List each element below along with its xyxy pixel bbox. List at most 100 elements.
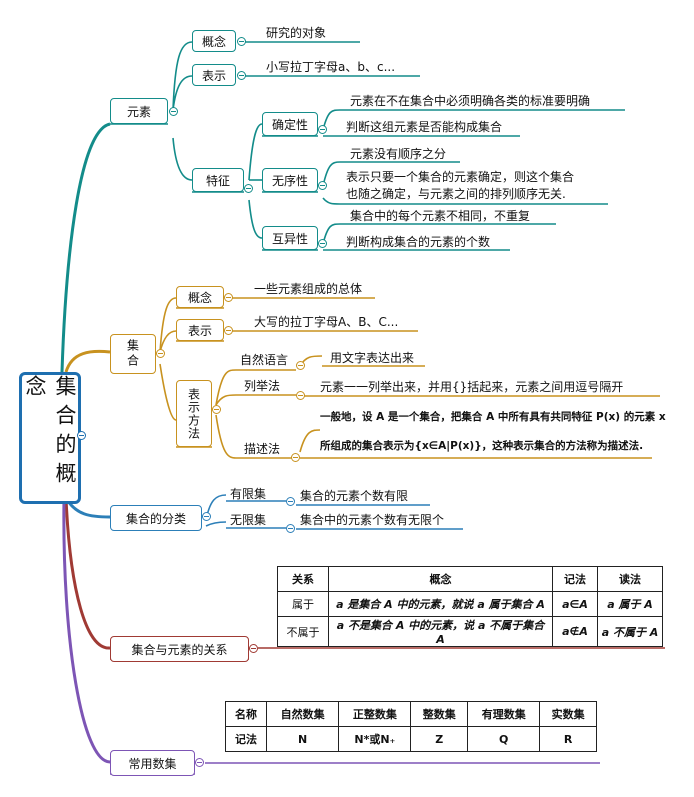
table-cell: 属于 (277, 591, 329, 617)
collapse-icon[interactable] (296, 391, 305, 400)
element-features-node[interactable]: 特征 (192, 168, 244, 192)
table-header-cell: 自然数集 (266, 701, 340, 727)
finite-text: 集合的元素个数有限 (300, 489, 409, 503)
collapse-icon[interactable] (224, 326, 233, 335)
definite-label: 确定性 (271, 117, 308, 132)
element-concept-node[interactable]: 概念 (192, 30, 236, 52)
set-node[interactable]: 集合 (110, 334, 156, 374)
table-header-cell: 正整数集 (338, 701, 412, 727)
numbers-node[interactable]: 常用数集 (110, 750, 195, 776)
relation-node[interactable]: 集合与元素的关系 (110, 636, 249, 662)
distinct-node[interactable]: 互异性 (262, 226, 318, 250)
classification-node[interactable]: 集合的分类 (110, 505, 202, 531)
natural-language-label: 自然语言 (240, 353, 289, 367)
set-concept-node[interactable]: 概念 (176, 286, 224, 308)
collapse-icon[interactable] (296, 361, 305, 370)
collapse-icon[interactable] (249, 644, 258, 653)
element-concept-label: 概念 (201, 34, 226, 49)
table-header-row: 名称 自然数集 正整数集 整数集 有理数集 实数集 (224, 701, 597, 727)
distinct-text-1: 集合中的每个元素不相同，不重复 (350, 209, 531, 223)
set-notation-node[interactable]: 表示 (176, 319, 224, 341)
collapse-icon[interactable] (291, 453, 300, 462)
unordered-text-2: 表示只要一个集合的元素确定，则这个集合 (346, 170, 575, 184)
collapse-icon[interactable] (195, 758, 204, 767)
table-cell: 不属于 (277, 616, 329, 647)
builder-label: 描述法 (244, 442, 281, 456)
definite-text-2: 判断这组元素是否能构成集合 (346, 120, 503, 134)
table-cell: a 属于 A (597, 591, 663, 617)
root-topic[interactable]: 集合的概念 (19, 372, 81, 504)
collapse-icon[interactable] (318, 125, 327, 134)
table-row: 不属于 a 不是集合 A 中的元素，说 a 不属于集合 A a∉A a 不属于 … (277, 616, 663, 647)
set-methods-node[interactable]: 表示方法 (176, 380, 212, 447)
table-header-cell: 记法 (552, 566, 598, 592)
collapse-icon[interactable] (169, 107, 178, 116)
collapse-icon[interactable] (244, 184, 253, 193)
table-cell: Q (467, 726, 541, 752)
distinct-label: 互异性 (271, 231, 308, 246)
root-title: 集合的概念 (23, 375, 77, 491)
builder-text-1: 一般地，设 A 是一个集合，把集合 A 中所有具有共同特征 P(x) 的元素 x (320, 411, 666, 423)
classification-label: 集合的分类 (125, 511, 186, 526)
distinct-text-2: 判断构成集合的元素的个数 (346, 235, 491, 249)
infinite-label: 无限集 (230, 513, 267, 527)
table-cell: a∉A (552, 616, 598, 647)
table-row: 属于 a 是集合 A 中的元素，就说 a 属于集合 A a∈A a 属于 A (277, 591, 663, 617)
table-header-cell: 有理数集 (467, 701, 541, 727)
set-label: 集合 (125, 339, 140, 369)
relation-label: 集合与元素的关系 (131, 642, 228, 657)
element-features-label: 特征 (205, 173, 230, 188)
element-notation-node[interactable]: 表示 (192, 64, 236, 86)
table-cell: a 不是集合 A 中的元素，说 a 不属于集合 A (328, 616, 553, 647)
collapse-icon[interactable] (156, 349, 165, 358)
table-cell: a∈A (552, 591, 598, 617)
collapse-icon[interactable] (202, 512, 211, 521)
table-header-cell: 名称 (224, 701, 268, 727)
table-cell: Z (410, 726, 469, 752)
collapse-icon[interactable] (318, 181, 327, 190)
table-cell: N (266, 726, 340, 752)
collapse-icon[interactable] (77, 431, 86, 440)
unordered-text-3: 也随之确定，与元素之间的排列顺序无关. (346, 187, 566, 201)
roster-text: 元素一一列举出来，并用{}括起来，元素之间用逗号隔开 (320, 380, 624, 394)
element-notation-text: 小写拉丁字母a、b、c... (266, 60, 396, 74)
element-node[interactable]: 元素 (110, 98, 168, 124)
finite-label: 有限集 (230, 487, 267, 501)
table-cell: a 不属于 A (597, 616, 663, 647)
set-notation-label: 表示 (187, 323, 212, 338)
collapse-icon[interactable] (237, 37, 246, 46)
collapse-icon[interactable] (286, 524, 295, 533)
element-notation-label: 表示 (201, 68, 226, 83)
definite-text-1: 元素在不在集合中必须明确各类的标准要明确 (350, 94, 591, 108)
table-cell: a 是集合 A 中的元素，就说 a 属于集合 A (328, 591, 553, 617)
table-cell: R (539, 726, 597, 752)
collapse-icon[interactable] (237, 71, 246, 80)
table-row: 记法 N N*或N₊ Z Q R (224, 726, 597, 752)
unordered-label: 无序性 (271, 173, 308, 188)
collapse-icon[interactable] (224, 293, 233, 302)
roster-label: 列举法 (244, 379, 281, 393)
builder-text-2: 所组成的集合表示为{x∈A|P(x)}，这种表示集合的方法称为描述法. (320, 440, 644, 452)
element-label: 元素 (126, 104, 151, 119)
unordered-text-1: 元素没有顺序之分 (350, 147, 447, 161)
collapse-icon[interactable] (318, 239, 327, 248)
table-cell: N*或N₊ (338, 726, 412, 752)
table-header-cell: 概念 (328, 566, 553, 592)
number-sets-table: 名称 自然数集 正整数集 整数集 有理数集 实数集 记法 N N*或N₊ Z Q… (224, 701, 597, 752)
collapse-icon[interactable] (286, 497, 295, 506)
set-methods-label: 表示方法 (186, 387, 201, 440)
unordered-node[interactable]: 无序性 (262, 168, 318, 192)
set-concept-label: 概念 (187, 290, 212, 305)
element-concept-text: 研究的对象 (266, 26, 327, 40)
numbers-label: 常用数集 (128, 756, 177, 771)
relation-table: 关系 概念 记法 读法 属于 a 是集合 A 中的元素，就说 a 属于集合 A … (277, 566, 663, 647)
definite-node[interactable]: 确定性 (262, 112, 318, 136)
table-header-cell: 读法 (597, 566, 663, 592)
table-cell: 记法 (224, 726, 268, 752)
collapse-icon[interactable] (212, 405, 221, 414)
natural-language-text: 用文字表达出来 (330, 351, 415, 365)
set-concept-text: 一些元素组成的总体 (254, 282, 363, 296)
infinite-text: 集合中的元素个数有无限个 (300, 513, 445, 527)
set-notation-text: 大写的拉丁字母A、B、C... (254, 315, 399, 329)
